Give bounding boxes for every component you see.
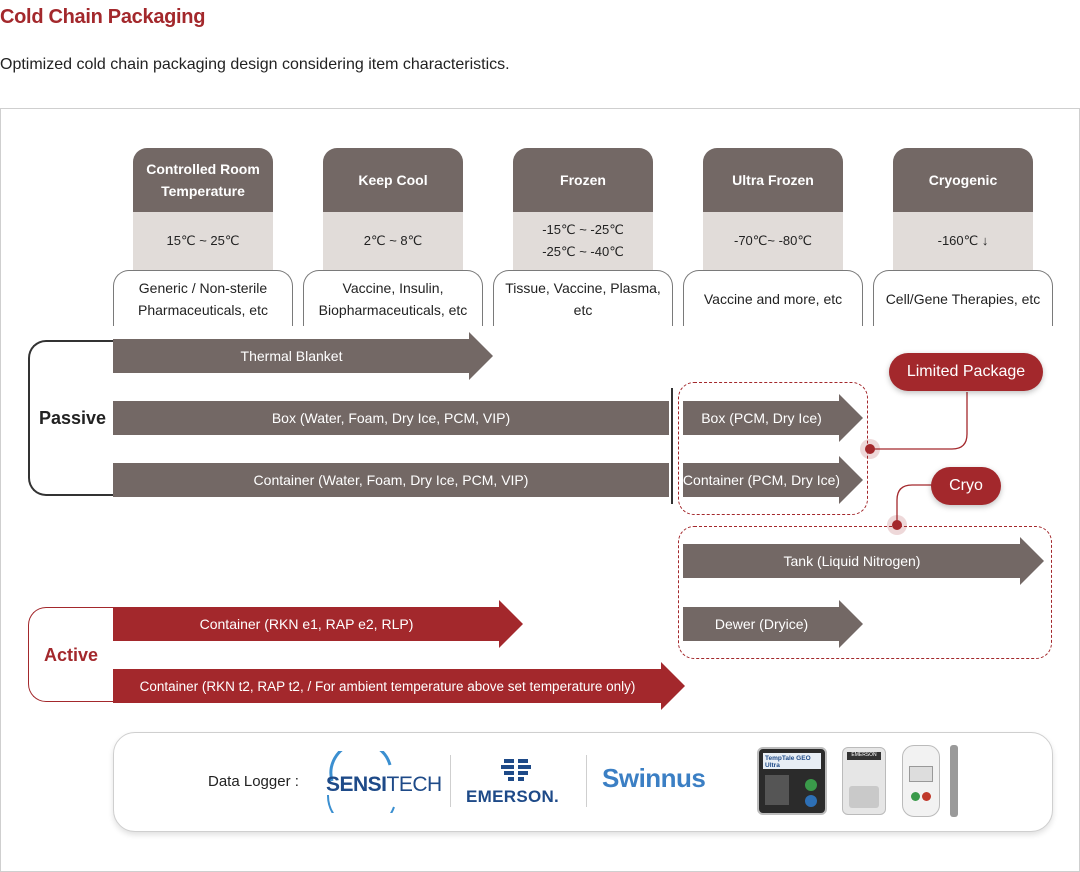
column-items: Cell/Gene Therapies, etc xyxy=(873,270,1053,326)
arrow-label: Thermal Blanket xyxy=(113,339,470,373)
container-bar: Container (Water, Foam, Dry Ice, PCM, VI… xyxy=(113,463,669,497)
device-panel xyxy=(765,775,789,805)
arrow-head xyxy=(469,332,493,380)
column-range: 15℃ ~ 25℃ xyxy=(133,212,273,270)
logo-divider xyxy=(450,755,451,807)
page-subtitle: Optimized cold chain packaging design co… xyxy=(0,56,510,73)
column-title: Ultra Frozen xyxy=(703,148,843,212)
column-title: Cryogenic xyxy=(893,148,1033,212)
logo-divider xyxy=(586,755,587,807)
swinnus-logo: Swinnus xyxy=(602,763,706,793)
column-cryogenic: Cryogenic -160℃ ↓ Cell/Gene Therapies, e… xyxy=(873,148,1053,326)
column-range: 2℃ ~ 8℃ xyxy=(323,212,463,270)
slim-logger-device xyxy=(950,745,958,817)
arrow-head xyxy=(839,456,863,504)
column-keep-cool: Keep Cool 2℃ ~ 8℃ Vaccine, Insulin, Biop… xyxy=(303,148,483,326)
box-limited-arrow: Box (PCM, Dry Ice) xyxy=(683,394,863,442)
separator-line xyxy=(671,388,673,504)
sensitech-logo: SENSITECH xyxy=(320,751,442,813)
swinnus-logger-device xyxy=(902,745,940,817)
column-range: -160℃ ↓ xyxy=(893,212,1033,270)
emerson-logger-device: EMERSON xyxy=(842,747,886,815)
emerson-emblem-icon xyxy=(501,755,531,785)
device-button-green xyxy=(805,779,817,791)
arrow-head xyxy=(1020,537,1044,585)
arrow-head xyxy=(499,600,523,648)
device-window xyxy=(849,786,879,808)
passive-bracket xyxy=(28,340,118,496)
active-label: Active xyxy=(40,643,103,668)
limited-package-callout: Limited Package xyxy=(889,353,1043,391)
device-label: EMERSON xyxy=(847,752,881,760)
container-limited-arrow: Container (PCM, Dry Ice) xyxy=(683,456,863,504)
arrow-label: Dewer (Dryice) xyxy=(683,607,840,641)
arrow-head xyxy=(839,600,863,648)
limited-package-dot xyxy=(865,444,875,454)
data-logger-label: Data Logger : xyxy=(208,773,299,790)
active-ambient-container-arrow: Container (RKN t2, RAP t2, / For ambient… xyxy=(113,662,685,710)
active-bracket xyxy=(28,607,118,702)
cryo-dot xyxy=(892,520,902,530)
arrow-label: Container (RKN e1, RAP e2, RLP) xyxy=(113,607,500,641)
column-items: Vaccine and more, etc xyxy=(683,270,863,326)
device-button-red xyxy=(922,792,931,801)
column-title: Frozen xyxy=(513,148,653,212)
cryo-region xyxy=(678,526,1052,659)
page-title: Cold Chain Packaging xyxy=(0,6,206,28)
device-display xyxy=(909,766,933,782)
arrow-label: Box (PCM, Dry Ice) xyxy=(683,401,840,435)
arrow-label: Container (RKN t2, RAP t2, / For ambient… xyxy=(113,669,662,703)
column-controlled-room-temperature: Controlled Room Temperature 15℃ ~ 25℃ Ge… xyxy=(113,148,293,326)
tempale-geo-ultra-device: TempTale GEO Ultra xyxy=(757,747,827,815)
range-value: -15℃ ~ -25℃ xyxy=(542,222,624,237)
arrow-label: Container (PCM, Dry Ice) xyxy=(683,463,840,497)
range-value: -25℃ ~ -40℃ xyxy=(542,244,624,259)
device-button-green xyxy=(911,792,920,801)
thermal-blanket-arrow: Thermal Blanket xyxy=(113,332,493,380)
emerson-wordmark: EMERSON. xyxy=(466,787,560,806)
device-button-blue xyxy=(805,795,817,807)
column-title: Controlled Room Temperature xyxy=(133,148,273,212)
arrow-label: Tank (Liquid Nitrogen) xyxy=(683,544,1021,578)
device-screen: TempTale GEO Ultra xyxy=(763,753,821,769)
range-value: -160℃ ↓ xyxy=(937,233,989,248)
range-value: 2℃ ~ 8℃ xyxy=(363,233,423,248)
arrow-head xyxy=(661,662,685,710)
sensitech-text-1: SENSI xyxy=(326,773,387,796)
sensitech-text-2: TECH xyxy=(386,773,443,796)
emerson-logo: EMERSON. xyxy=(464,753,574,813)
column-items: Vaccine, Insulin, Biopharmaceuticals, et… xyxy=(303,270,483,326)
column-ultra-frozen: Ultra Frozen -70℃~ -80℃ Vaccine and more… xyxy=(683,148,863,326)
column-title: Keep Cool xyxy=(323,148,463,212)
column-frozen: Frozen -15℃ ~ -25℃ -25℃ ~ -40℃ Tissue, V… xyxy=(493,148,673,326)
tank-arrow: Tank (Liquid Nitrogen) xyxy=(683,537,1044,585)
column-items: Tissue, Vaccine, Plasma, etc xyxy=(493,270,673,326)
cryo-callout: Cryo xyxy=(931,467,1001,505)
passive-label: Passive xyxy=(35,406,111,431)
range-value: 15℃ ~ 25℃ xyxy=(166,233,240,248)
sensitech-wordmark: SENSITECH xyxy=(326,773,442,797)
active-container-arrow: Container (RKN e1, RAP e2, RLP) xyxy=(113,600,523,648)
data-logger-panel: Data Logger : SENSITECH EMERSON. Swinnus… xyxy=(113,732,1053,832)
limited-package-region xyxy=(678,382,868,515)
column-range: -70℃~ -80℃ xyxy=(703,212,843,270)
range-value: -70℃~ -80℃ xyxy=(734,233,812,248)
box-bar: Box (Water, Foam, Dry Ice, PCM, VIP) xyxy=(113,401,669,435)
arrow-head xyxy=(839,394,863,442)
dewer-arrow: Dewer (Dryice) xyxy=(683,600,863,648)
column-range: -15℃ ~ -25℃ -25℃ ~ -40℃ xyxy=(513,212,653,270)
sensitech-arc-icon xyxy=(326,751,395,813)
column-items: Generic / Non-sterile Pharmaceuticals, e… xyxy=(113,270,293,326)
